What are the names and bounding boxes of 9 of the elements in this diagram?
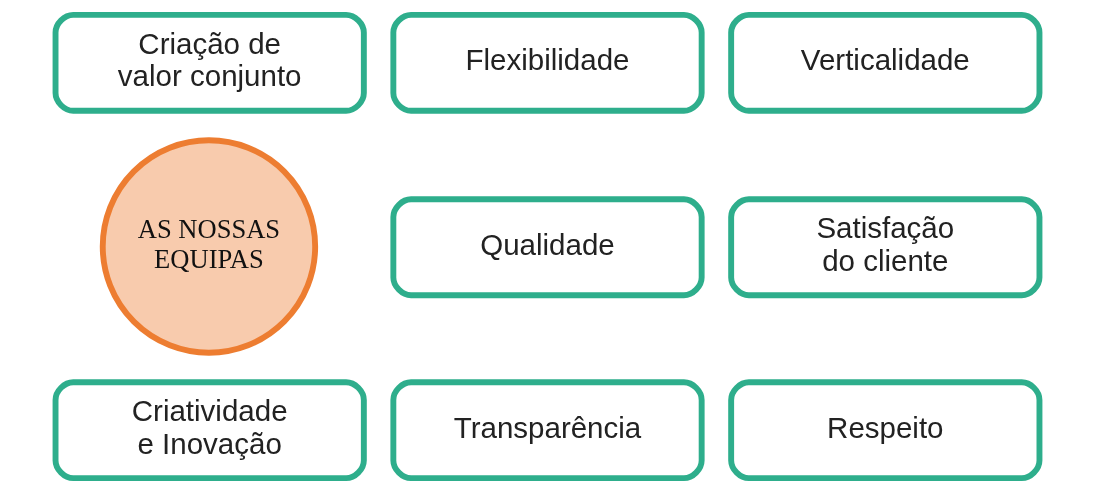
node-box: Transparência <box>389 378 705 481</box>
node-box: Respeito <box>727 378 1042 481</box>
node-box: Verticalidade <box>727 11 1042 114</box>
node-box: Qualidade <box>389 195 705 298</box>
node-box: Criatividade e Inovação <box>52 378 367 481</box>
node-box: Flexibilidade <box>389 11 705 114</box>
node-circle: AS NOSSAS EQUIPAS <box>99 136 318 356</box>
node-box: Criação de valor conjunto <box>52 11 367 114</box>
node-box: Satisfação do cliente <box>727 195 1042 298</box>
